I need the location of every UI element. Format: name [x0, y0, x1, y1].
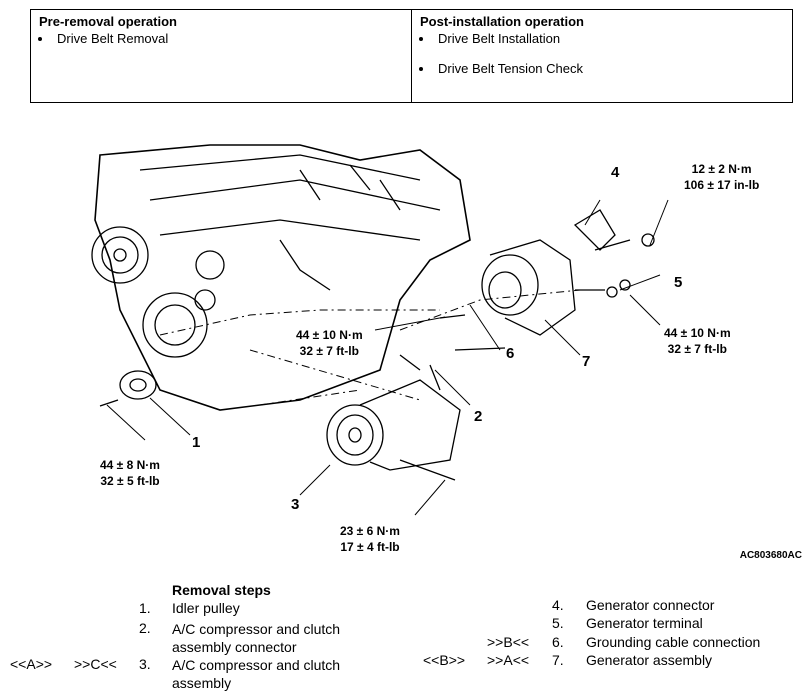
torque-metric: 23 ± 6 N·m [340, 524, 400, 538]
post-installation-item: Drive Belt Installation [434, 31, 784, 47]
callout-6: 6 [506, 345, 515, 362]
torque-imperial: 32 ± 7 ft-lb [299, 344, 359, 358]
torque-label-terminal: 44 ± 10 N·m 32 ± 7 ft-lb [664, 325, 731, 357]
step-5-num: 5. [552, 615, 564, 631]
engine-diagram [91, 144, 669, 516]
torque-label-compressor: 23 ± 6 N·m 17 ± 4 ft-lb [340, 523, 400, 555]
torque-imperial: 106 ± 17 in-lb [684, 178, 760, 192]
step-2-text: A/C compressor and clutch assembly conne… [172, 621, 341, 655]
step-7-text: Generator assembly [586, 652, 713, 668]
callout-5: 5 [674, 274, 683, 291]
torque-imperial: 32 ± 7 ft-lb [667, 342, 727, 356]
torque-metric: 44 ± 8 N·m [100, 458, 160, 472]
step-6-text: Grounding cable connection [586, 634, 761, 650]
step-1-text: Idler pulley [172, 600, 240, 616]
torque-label-connector: 12 ± 2 N·m 106 ± 17 in-lb [684, 161, 759, 193]
torque-label-bracket: 44 ± 10 N·m 32 ± 7 ft-lb [296, 327, 363, 359]
step-3-num: 3. [139, 656, 151, 672]
removal-steps-title: Removal steps [172, 582, 271, 598]
step-6-mark-right: >>B<< [487, 634, 530, 650]
torque-imperial: 32 ± 5 ft-lb [100, 474, 160, 488]
step-7-num: 7. [552, 652, 564, 668]
post-installation-item: Drive Belt Tension Check [434, 61, 784, 77]
step-3-mark-left: <<A>> [10, 656, 53, 672]
torque-imperial: 17 ± 4 ft-lb [340, 540, 400, 554]
step-6-num: 6. [552, 634, 564, 650]
step-2-num: 2. [139, 620, 151, 636]
step-4-num: 4. [552, 597, 564, 613]
pre-removal-item: Drive Belt Removal [53, 31, 403, 47]
post-installation-list: Drive Belt Installation Drive Belt Tensi… [420, 31, 784, 77]
torque-metric: 44 ± 10 N·m [664, 326, 731, 340]
step-7-mark-left: <<B>> [423, 652, 466, 668]
callout-1: 1 [192, 434, 201, 451]
callout-2: 2 [474, 408, 483, 425]
callout-4: 4 [611, 164, 620, 181]
callout-3: 3 [291, 496, 300, 513]
torque-label-idler: 44 ± 8 N·m 32 ± 5 ft-lb [100, 457, 160, 489]
post-installation-column: Post-installation operation Drive Belt I… [411, 10, 792, 102]
operations-table: Pre-removal operation Drive Belt Removal… [30, 9, 793, 103]
pre-removal-title: Pre-removal operation [39, 14, 177, 29]
step-7-mark-right: >>A<< [487, 652, 530, 668]
pre-removal-list: Drive Belt Removal [39, 31, 403, 47]
torque-metric: 44 ± 10 N·m [296, 328, 363, 342]
step-5-text: Generator terminal [586, 615, 703, 631]
step-1-num: 1. [139, 600, 151, 616]
figure-code: AC803680AC [739, 550, 802, 561]
step-3-mark-right: >>C<< [74, 656, 117, 672]
torque-metric: 12 ± 2 N·m [691, 162, 752, 176]
pre-removal-column: Pre-removal operation Drive Belt Removal [31, 10, 411, 102]
post-installation-title: Post-installation operation [420, 14, 584, 29]
callout-7: 7 [582, 353, 591, 370]
step-4-text: Generator connector [586, 597, 715, 613]
step-3-text: A/C compressor and clutch assembly [172, 657, 341, 691]
